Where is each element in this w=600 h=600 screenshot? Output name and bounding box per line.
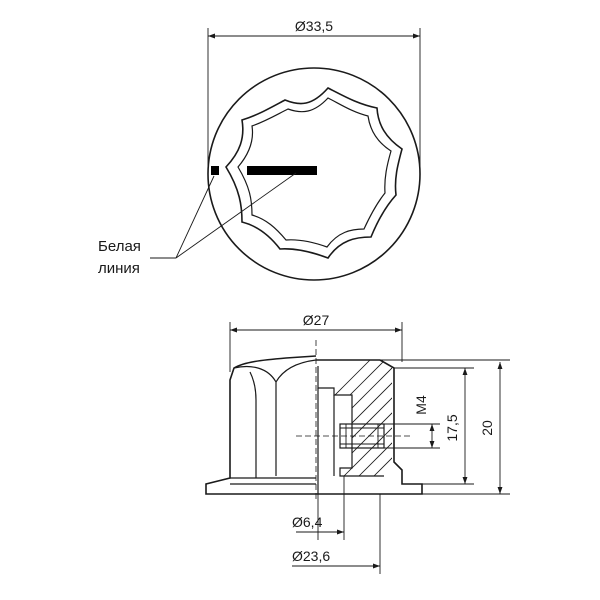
set-screw bbox=[339, 423, 385, 449]
side-view-section-outline bbox=[316, 359, 423, 495]
top-diameter-label: Ø33,5 bbox=[295, 18, 333, 34]
side-view-exterior bbox=[205, 355, 317, 495]
leader-line-2 bbox=[175, 172, 297, 259]
top-view: Ø33,5 Белая линия bbox=[98, 18, 421, 281]
white-line-mark-short bbox=[211, 166, 219, 175]
shaft-diameter-label: Ø6,4 bbox=[292, 514, 323, 530]
side-outer-diameter-label: Ø27 bbox=[303, 312, 330, 328]
top-view-grip-outer bbox=[225, 87, 403, 259]
white-line-note-line2: линия bbox=[98, 260, 140, 277]
inner-height-label: 17,5 bbox=[444, 414, 460, 441]
leader-line-1 bbox=[175, 175, 215, 259]
side-view: Ø27 20 17,5 M4 Ø6,4 Ø23,6 bbox=[205, 312, 510, 574]
white-line-mark-long bbox=[247, 166, 317, 175]
top-view-grip-inner bbox=[237, 97, 392, 248]
total-height-label: 20 bbox=[479, 420, 495, 436]
base-diameter-label: Ø23,6 bbox=[292, 548, 330, 564]
screw-label: M4 bbox=[413, 395, 429, 415]
white-line-note-line1: Белая bbox=[98, 238, 141, 255]
